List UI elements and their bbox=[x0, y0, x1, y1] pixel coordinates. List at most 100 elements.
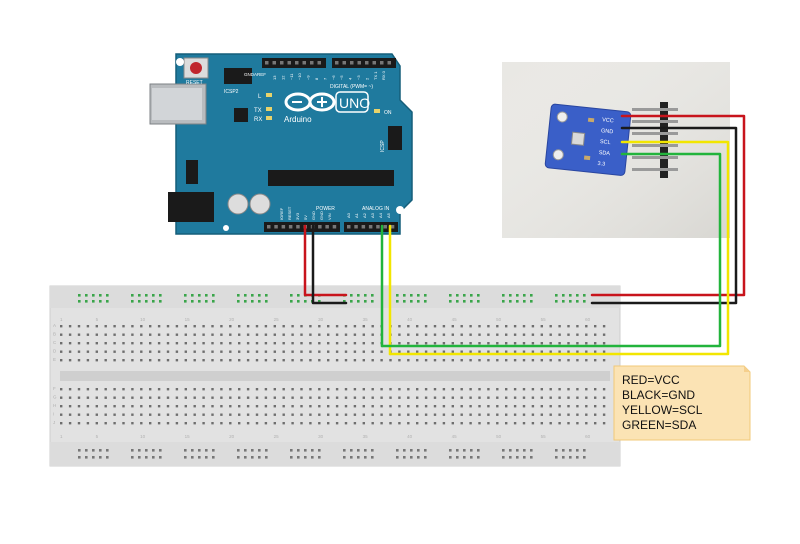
strip-hole bbox=[407, 325, 410, 328]
reset-button-icon bbox=[190, 62, 202, 74]
strip-hole bbox=[140, 413, 143, 416]
led-rx-label: RX bbox=[254, 117, 262, 123]
strip-hole bbox=[416, 325, 419, 328]
rail-hole bbox=[470, 456, 473, 459]
strip-hole bbox=[549, 396, 552, 399]
rail-hole bbox=[410, 300, 413, 303]
legend-line: BLACK=GND bbox=[622, 388, 695, 402]
strip-hole bbox=[193, 359, 196, 362]
strip-hole bbox=[487, 388, 490, 391]
strip-hole bbox=[380, 413, 383, 416]
strip-hole bbox=[335, 396, 339, 399]
strip-hole bbox=[522, 422, 526, 425]
strip-hole bbox=[540, 333, 543, 336]
pin-label: GND bbox=[319, 211, 324, 220]
strip-hole bbox=[255, 388, 259, 391]
strip-hole bbox=[549, 350, 552, 353]
strip-hole bbox=[371, 396, 374, 399]
rail-hole bbox=[530, 449, 533, 452]
strip-hole bbox=[594, 396, 597, 399]
strip-hole bbox=[522, 325, 526, 328]
strip-hole bbox=[585, 413, 588, 416]
rail-hole bbox=[562, 449, 565, 452]
strip-hole bbox=[113, 413, 116, 416]
strip-hole bbox=[86, 325, 90, 328]
rail-hole bbox=[85, 449, 88, 452]
strip-hole bbox=[460, 342, 463, 345]
strip-hole bbox=[567, 333, 570, 336]
strip-hole bbox=[157, 350, 161, 353]
strip-hole bbox=[60, 388, 63, 391]
yellow-wire bbox=[388, 140, 730, 356]
legend-line: GREEN=SDA bbox=[622, 418, 696, 432]
rail-hole bbox=[237, 456, 240, 459]
header-pin bbox=[347, 225, 351, 229]
strip-hole bbox=[149, 396, 152, 399]
rail-hole bbox=[456, 294, 459, 297]
strip-hole bbox=[202, 405, 205, 408]
rail-hole bbox=[477, 300, 480, 303]
strip-hole bbox=[531, 342, 535, 345]
strip-hole bbox=[416, 413, 419, 416]
strip-hole bbox=[220, 342, 223, 345]
strip-hole bbox=[451, 413, 454, 416]
strip-hole bbox=[202, 422, 205, 425]
strip-hole bbox=[309, 350, 312, 353]
strip-hole bbox=[353, 350, 357, 353]
header-pin bbox=[288, 225, 293, 229]
rail-hole bbox=[212, 300, 215, 303]
strip-hole bbox=[576, 396, 579, 399]
strip-hole bbox=[558, 359, 561, 362]
row-letter: G bbox=[53, 395, 57, 400]
strip-hole bbox=[77, 388, 81, 391]
strip-hole bbox=[166, 422, 170, 425]
rail-hole bbox=[198, 294, 201, 297]
rail-hole bbox=[424, 300, 427, 303]
strip-hole bbox=[353, 325, 357, 328]
rail-hole bbox=[159, 449, 162, 452]
strip-hole bbox=[602, 325, 606, 328]
rail-hole bbox=[131, 300, 134, 303]
strip-hole bbox=[433, 342, 437, 345]
strip-hole bbox=[60, 413, 63, 416]
strip-hole bbox=[60, 325, 63, 328]
strip-hole bbox=[122, 325, 125, 328]
strip-hole bbox=[300, 405, 303, 408]
strip-hole bbox=[202, 413, 205, 416]
strip-hole bbox=[487, 342, 490, 345]
header-pin bbox=[296, 225, 300, 229]
strip-hole bbox=[540, 413, 543, 416]
strip-hole bbox=[327, 388, 330, 391]
rail-hole bbox=[509, 456, 512, 459]
strip-hole bbox=[211, 422, 214, 425]
strip-hole bbox=[220, 396, 223, 399]
strip-hole bbox=[558, 388, 561, 391]
strip-hole bbox=[433, 333, 437, 336]
rail-hole bbox=[159, 456, 162, 459]
rail-hole bbox=[184, 294, 187, 297]
strip-hole bbox=[433, 422, 437, 425]
strip-hole bbox=[327, 325, 330, 328]
strip-hole bbox=[389, 413, 392, 416]
column-number: 50 bbox=[496, 434, 502, 439]
rail-hole bbox=[159, 300, 162, 303]
strip-hole bbox=[478, 413, 481, 416]
strip-hole bbox=[478, 325, 481, 328]
strip-hole bbox=[300, 422, 303, 425]
strip-hole bbox=[433, 388, 437, 391]
header-pin bbox=[390, 225, 395, 229]
header-pin bbox=[272, 61, 276, 65]
rail-hole bbox=[463, 294, 466, 297]
strip-hole bbox=[371, 405, 374, 408]
rail-hole bbox=[191, 456, 194, 459]
strip-hole bbox=[95, 413, 98, 416]
strip-hole bbox=[344, 396, 348, 399]
strip-hole bbox=[407, 388, 410, 391]
strip-hole bbox=[68, 396, 72, 399]
strip-hole bbox=[166, 325, 170, 328]
strip-hole bbox=[282, 413, 285, 416]
strip-hole bbox=[175, 350, 179, 353]
wires bbox=[303, 114, 746, 356]
strip-hole bbox=[513, 422, 517, 425]
